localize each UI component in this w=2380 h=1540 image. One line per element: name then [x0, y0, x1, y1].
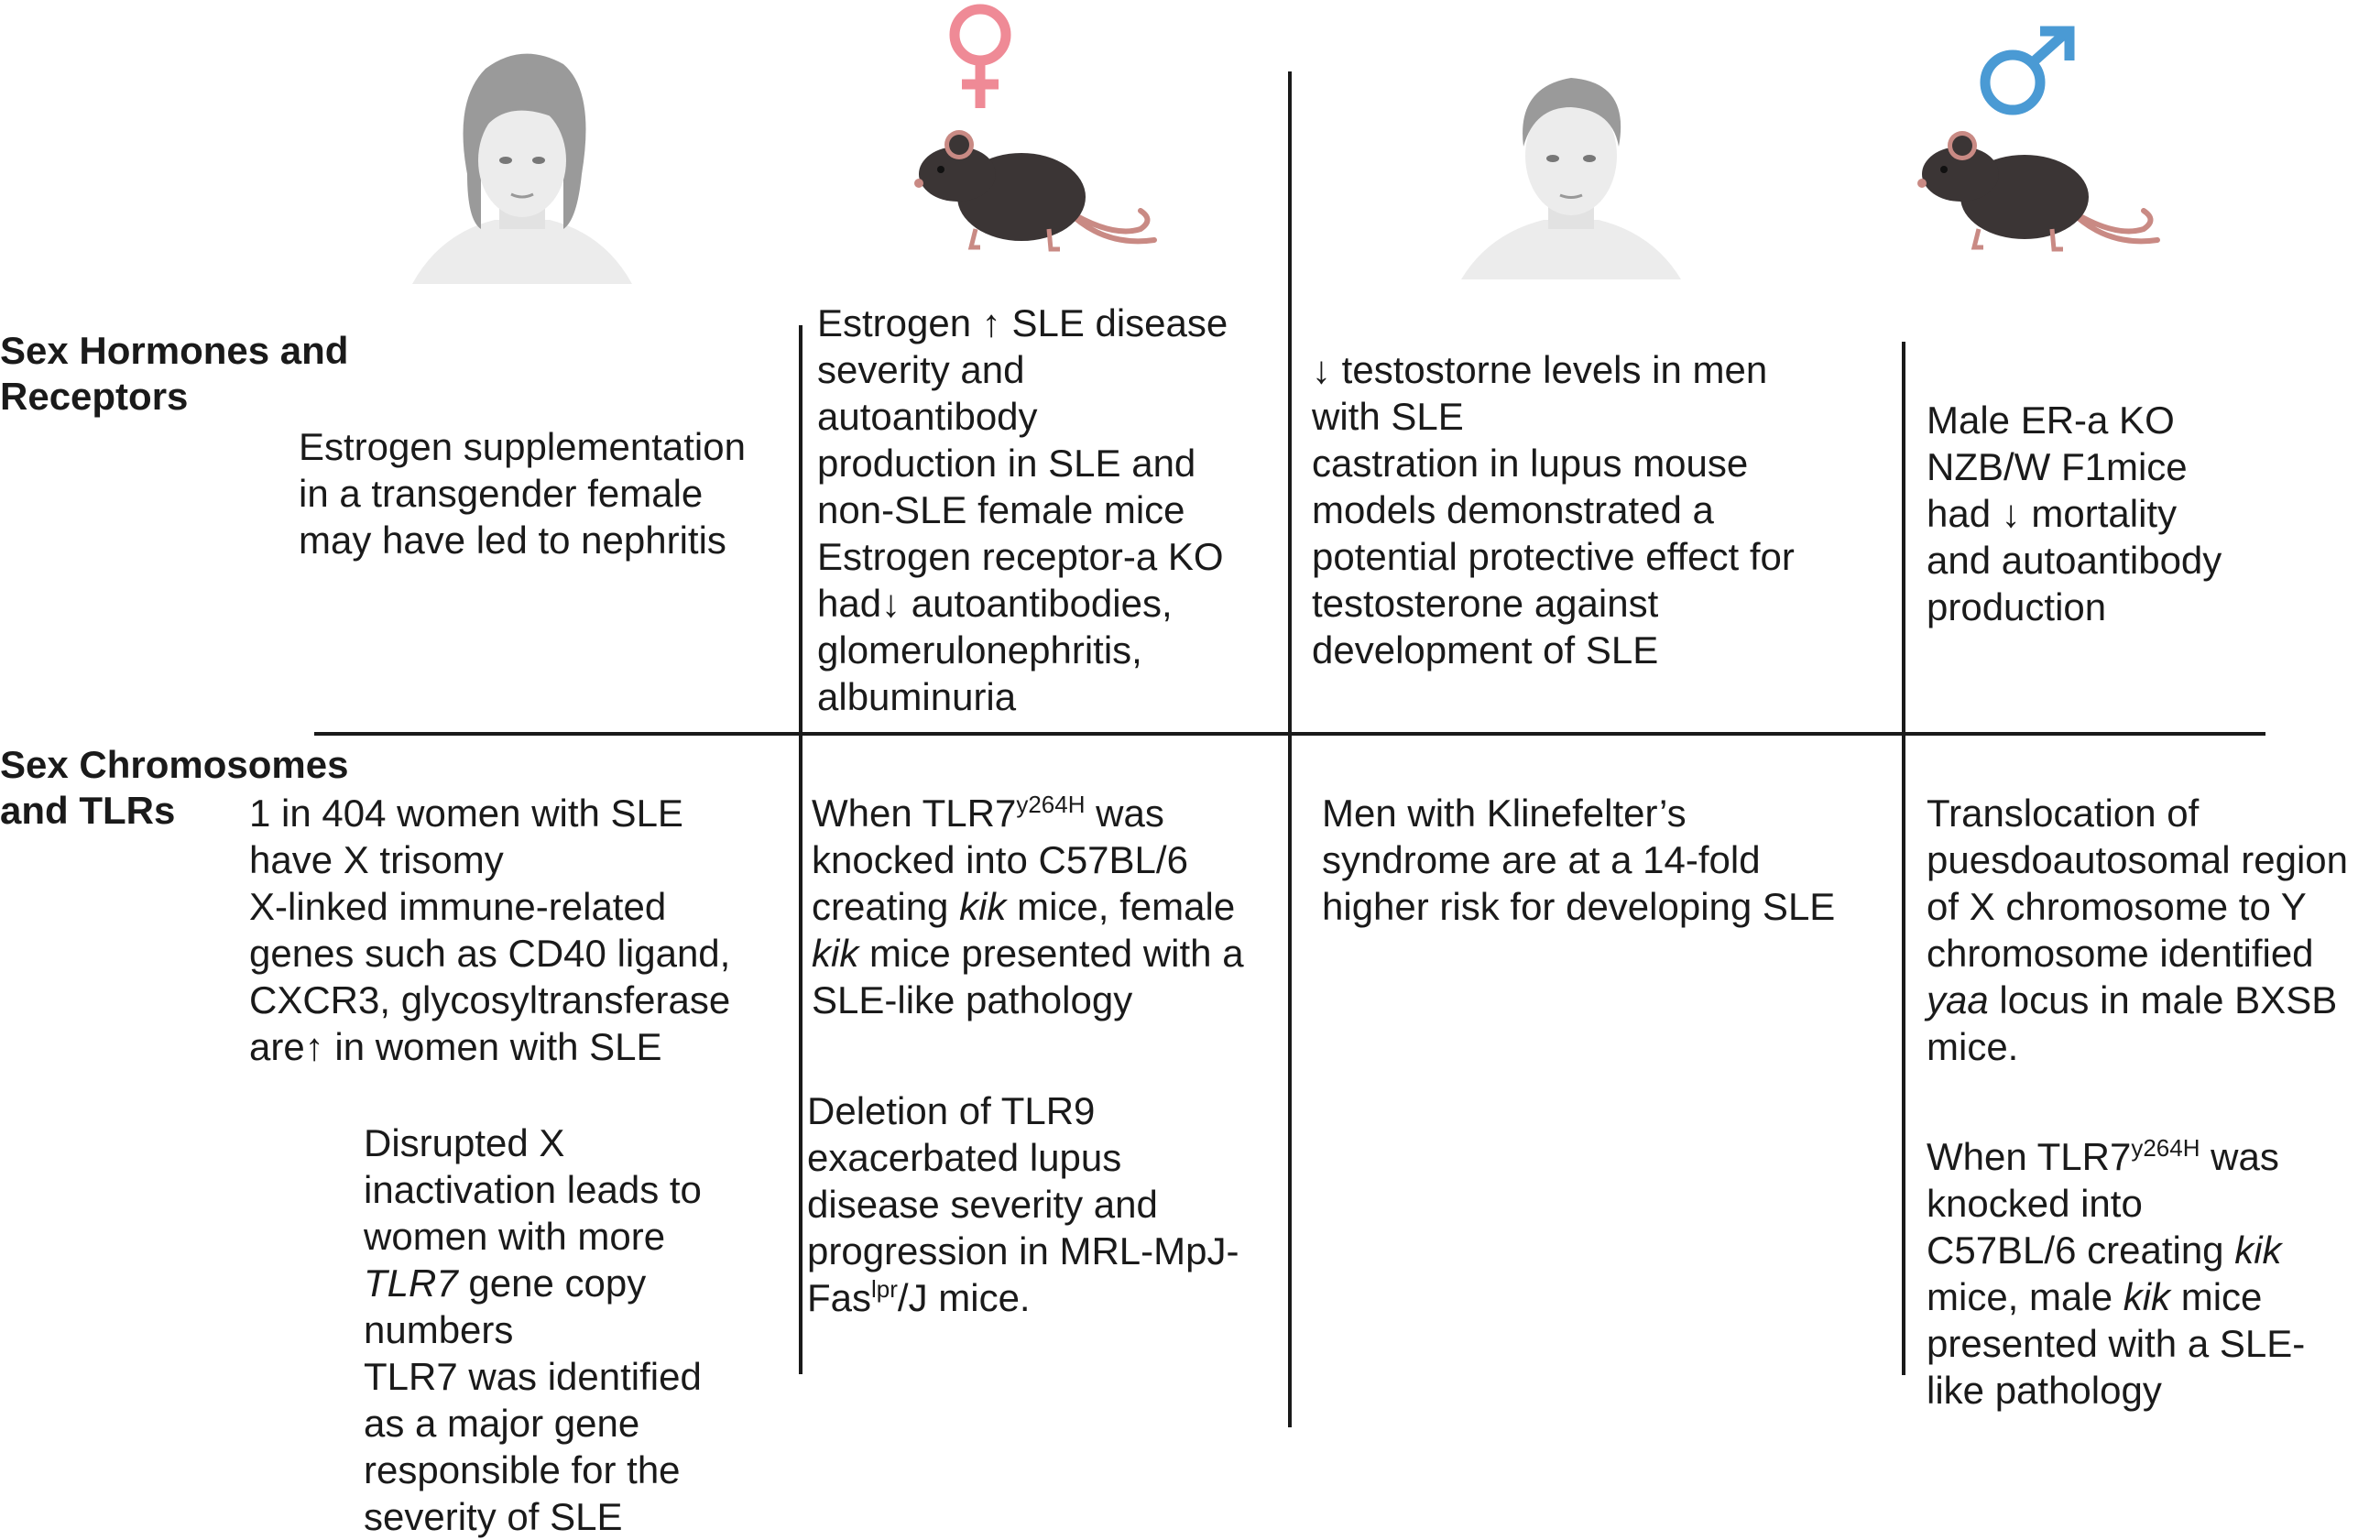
- hormones-mouse-female-text: Estrogen ↑ SLE disease severity and auto…: [817, 301, 1228, 718]
- chromosomes-mouse-female-text-b: Deletion of TLR9 exacerbated lupus disea…: [807, 1089, 1239, 1319]
- venus-icon: [949, 4, 1011, 108]
- row-label-line: Sex Hormones and: [0, 329, 349, 372]
- row-label-line: Sex Chromosomes: [0, 743, 349, 786]
- vertical-divider-mouse-female: [799, 325, 802, 1374]
- vertical-divider-center: [1288, 71, 1292, 1427]
- female-mouse-icon: [914, 130, 1157, 252]
- row-label-chromosomes: Sex Chromosomes and TLRs: [0, 742, 348, 834]
- row-label-line: and TLRs: [0, 789, 176, 832]
- chromosomes-human-male-text: Men with Klinefelter’s syndrome are at a…: [1322, 792, 1836, 928]
- man-head-icon: [1461, 78, 1681, 279]
- male-mouse-icon: [1917, 131, 2160, 252]
- chromosomes-mouse-male-text-a: Translocation of puesdoautosomal region …: [1927, 792, 2348, 1068]
- chromosomes-mouse-female-text-a: When TLR7y264H was knocked into C57BL/6 …: [812, 791, 1244, 1021]
- hormones-mouse-male-text: Male ER-a KO NZB/W F1mice had ↓ mortalit…: [1927, 399, 2222, 628]
- woman-head-icon: [412, 53, 632, 284]
- vertical-divider-mouse-male: [1902, 342, 1905, 1375]
- chromosomes-human-female-text-b: Disrupted X inactivation leads to women …: [364, 1121, 702, 1538]
- row-label-line: Receptors: [0, 375, 189, 418]
- hormones-human-female-text: Estrogen supplementation in a transgende…: [299, 425, 746, 562]
- chromosomes-human-female-text-a: 1 in 404 women with SLE have X trisomy X…: [249, 792, 731, 1068]
- row-label-hormones: Sex Hormones and Receptors: [0, 328, 348, 420]
- chromosomes-mouse-male-text-b: When TLR7y264H was knocked into C57BL/6 …: [1927, 1134, 2306, 1412]
- hormones-human-male-text: ↓ testostorne levels in men with SLE cas…: [1312, 348, 1795, 672]
- mars-icon: [1980, 26, 2075, 115]
